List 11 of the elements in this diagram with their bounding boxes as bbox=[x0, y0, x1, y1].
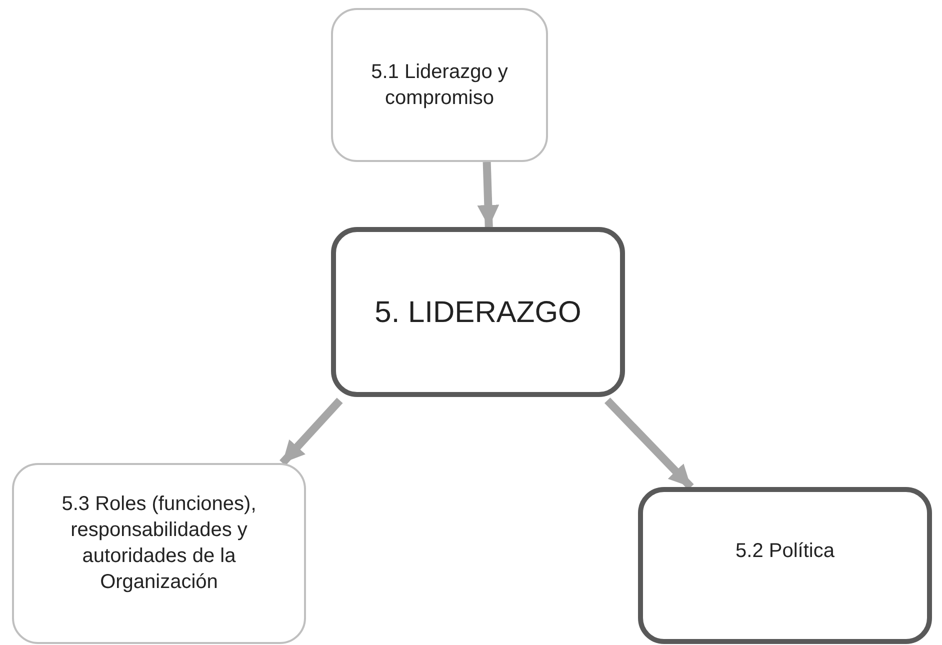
rounded-box bbox=[331, 8, 548, 162]
arrow bbox=[280, 398, 343, 466]
rounded-box bbox=[331, 227, 625, 397]
node-label: 5.1 Liderazgo y compromiso bbox=[370, 60, 509, 111]
node-label: 5.2 Política bbox=[736, 538, 834, 564]
rounded-box bbox=[12, 463, 306, 644]
rounded-box bbox=[638, 487, 932, 644]
arrow bbox=[604, 398, 694, 490]
arrow bbox=[477, 162, 500, 228]
node-label: 5. LIDERAZGO bbox=[374, 294, 582, 330]
node-label: 5.3 Roles (funciones), responsabilidades y autoridades de la Organización bbox=[60, 492, 258, 594]
